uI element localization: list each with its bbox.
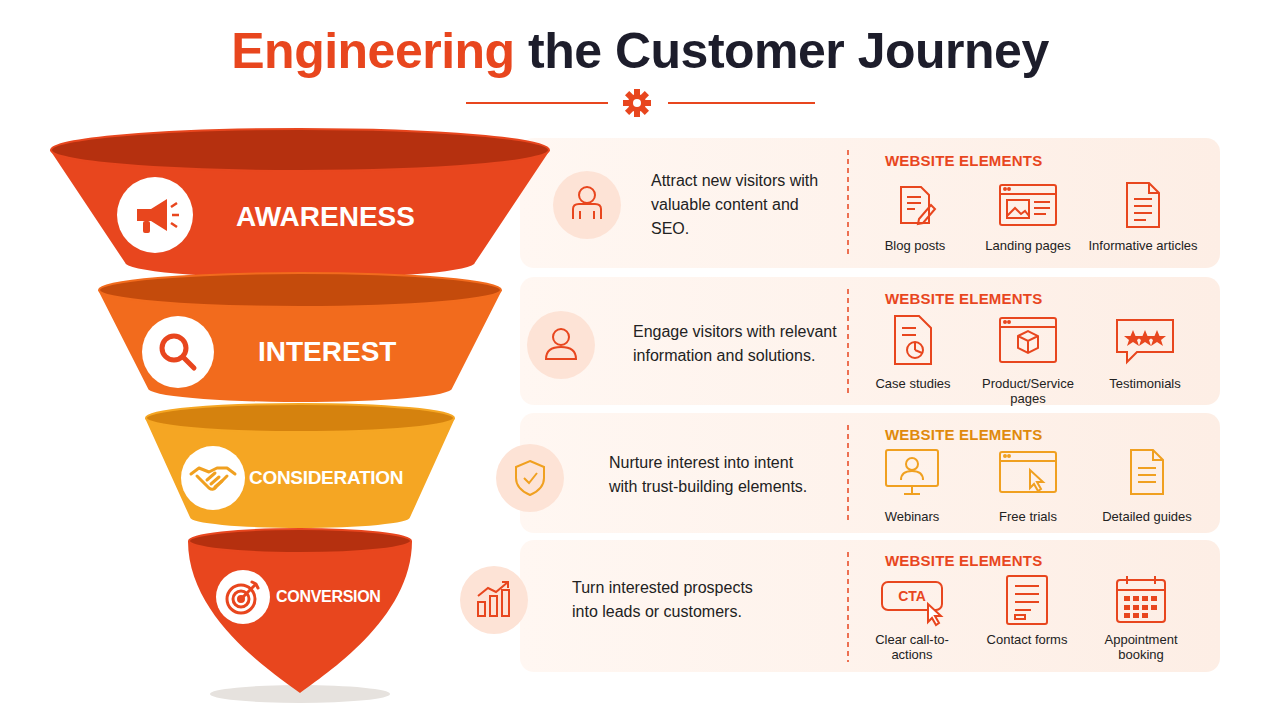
stage-panel: Engage visitors with relevant informatio… [520, 277, 1220, 405]
funnel-stage: CONVERSION [188, 528, 412, 693]
element-label: Appointment booking [1086, 632, 1196, 662]
funnel-stage: AWARENESS [50, 128, 550, 278]
stage-description: Engage visitors with relevant informatio… [633, 320, 838, 368]
stage-panel: Nurture interest into intent with trust-… [520, 413, 1220, 533]
stage-panel: Turn interested prospects into leads or … [520, 540, 1220, 672]
element-label: Landing pages [973, 238, 1083, 253]
element-label: Webinars [857, 509, 967, 524]
stage-label: AWARENESS [236, 201, 415, 233]
funnel-stage: INTEREST [98, 272, 502, 402]
stage-panel: Attract new visitors with valuable conte… [520, 138, 1220, 268]
button-text: CTA [898, 588, 926, 604]
element-label: Clear call-to-actions [857, 632, 967, 662]
stage-description: Attract new visitors with valuable conte… [651, 169, 838, 241]
element-label: Free trials [973, 509, 1083, 524]
section-heading: WEBSITE ELEMENTS [885, 152, 1042, 169]
element-label: Detailed guides [1092, 509, 1202, 524]
element-label: Informative articles [1088, 238, 1198, 253]
stage-label: INTEREST [258, 336, 396, 368]
section-heading: WEBSITE ELEMENTS [885, 426, 1042, 443]
element-label: Contact forms [972, 632, 1082, 647]
funnel-shape [188, 528, 412, 693]
section-heading: WEBSITE ELEMENTS [885, 552, 1042, 569]
stage-label: CONVERSION [276, 588, 381, 606]
stage-description: Turn interested prospects into leads or … [572, 576, 777, 624]
stage-label: CONSIDERATION [249, 467, 403, 489]
title: Engineering the Customer Journey [0, 22, 1280, 80]
funnel-stage: CONSIDERATION [145, 403, 455, 528]
element-label: Case studies [858, 376, 968, 391]
element-label: Blog posts [860, 238, 970, 253]
section-heading: WEBSITE ELEMENTS [885, 290, 1042, 307]
element-label: Testimonials [1090, 376, 1200, 391]
funnel-shape [145, 403, 455, 528]
stage-description: Nurture interest into intent with trust-… [609, 451, 814, 499]
element-label: Product/Service pages [973, 376, 1083, 406]
